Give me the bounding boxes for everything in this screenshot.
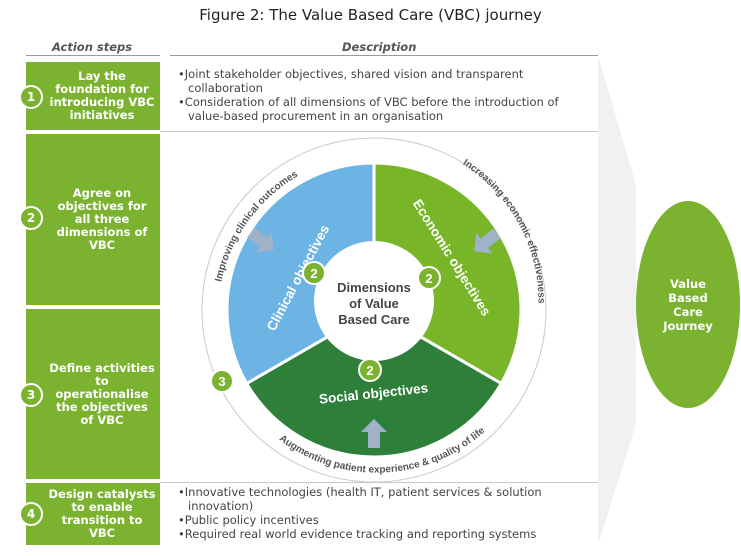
economic-badge-number: 2: [425, 271, 432, 286]
bullet-item: •Joint stakeholder objectives, shared vi…: [178, 67, 524, 95]
step-3-number: 3: [19, 383, 43, 407]
step-1-box: 1 Lay the foundation for introducing VBC…: [19, 62, 160, 130]
bullet-item: •Consideration of all dimensions of VBC …: [178, 95, 559, 123]
step-4-label: Design catalysts to enable transition to…: [48, 487, 156, 540]
bullet-item: •Public policy incentives: [178, 513, 319, 527]
step-1-label: Lay the foundation for introducing VBC i…: [49, 69, 155, 122]
figure-title: Figure 2: The Value Based Care (VBC) jou…: [199, 6, 542, 24]
step-2-number: 2: [19, 206, 43, 230]
clinical-badge: 2: [302, 261, 326, 285]
step-2-label: Agree on objectives for all three dimens…: [56, 186, 148, 252]
clinical-badge-number: 2: [310, 266, 317, 281]
journey-line-1: Value: [670, 276, 706, 291]
action-steps-header: Action steps: [52, 40, 133, 54]
step-2-box: 2 Agree on objectives for all three dime…: [19, 134, 160, 305]
row-separator: [160, 482, 598, 483]
social-badge: 2: [358, 358, 382, 382]
economic-badge: 2: [417, 266, 441, 290]
step-4-number: 4: [19, 502, 43, 526]
action-header-rule: [26, 55, 160, 56]
ring-badge-number: 3: [218, 374, 225, 389]
center-line-1: Dimensions: [337, 280, 411, 295]
step-4-box: 4 Design catalysts to enable transition …: [19, 483, 160, 545]
ring-badge: 3: [210, 369, 234, 393]
journey-line-3: Care: [673, 304, 703, 319]
economic-arrow-icon: [474, 228, 501, 254]
step-4-description: •Innovative technologies (health IT, pat…: [178, 485, 593, 541]
bullet-item: •Innovative technologies (health IT, pat…: [178, 485, 542, 513]
social-segment: [244, 308, 504, 459]
center-line-2: of Value: [349, 296, 399, 311]
description-header: Description: [342, 40, 417, 54]
journey-line-4: Journey: [663, 318, 713, 333]
description-header-rule: [170, 55, 598, 56]
vbc-journey-ellipse: Value Based Care Journey: [636, 201, 740, 408]
step-1-number: 1: [19, 85, 43, 109]
social-arrow-icon: [361, 419, 387, 448]
clinical-arrow-icon: [247, 227, 274, 253]
journey-chevron: [598, 55, 636, 545]
step-3-box: 3 Define activities to operationalise th…: [19, 309, 160, 479]
social-badge-number: 2: [366, 363, 373, 378]
step-3-label: Define activities to operationalise the …: [49, 360, 155, 427]
journey-line-2: Based: [668, 290, 708, 305]
bullet-item: •Required real world evidence tracking a…: [178, 527, 537, 541]
step-1-description: •Joint stakeholder objectives, shared vi…: [178, 67, 593, 123]
center-line-3: Based Care: [338, 312, 410, 327]
center-circle: [314, 241, 434, 361]
row-separator: [160, 131, 598, 132]
